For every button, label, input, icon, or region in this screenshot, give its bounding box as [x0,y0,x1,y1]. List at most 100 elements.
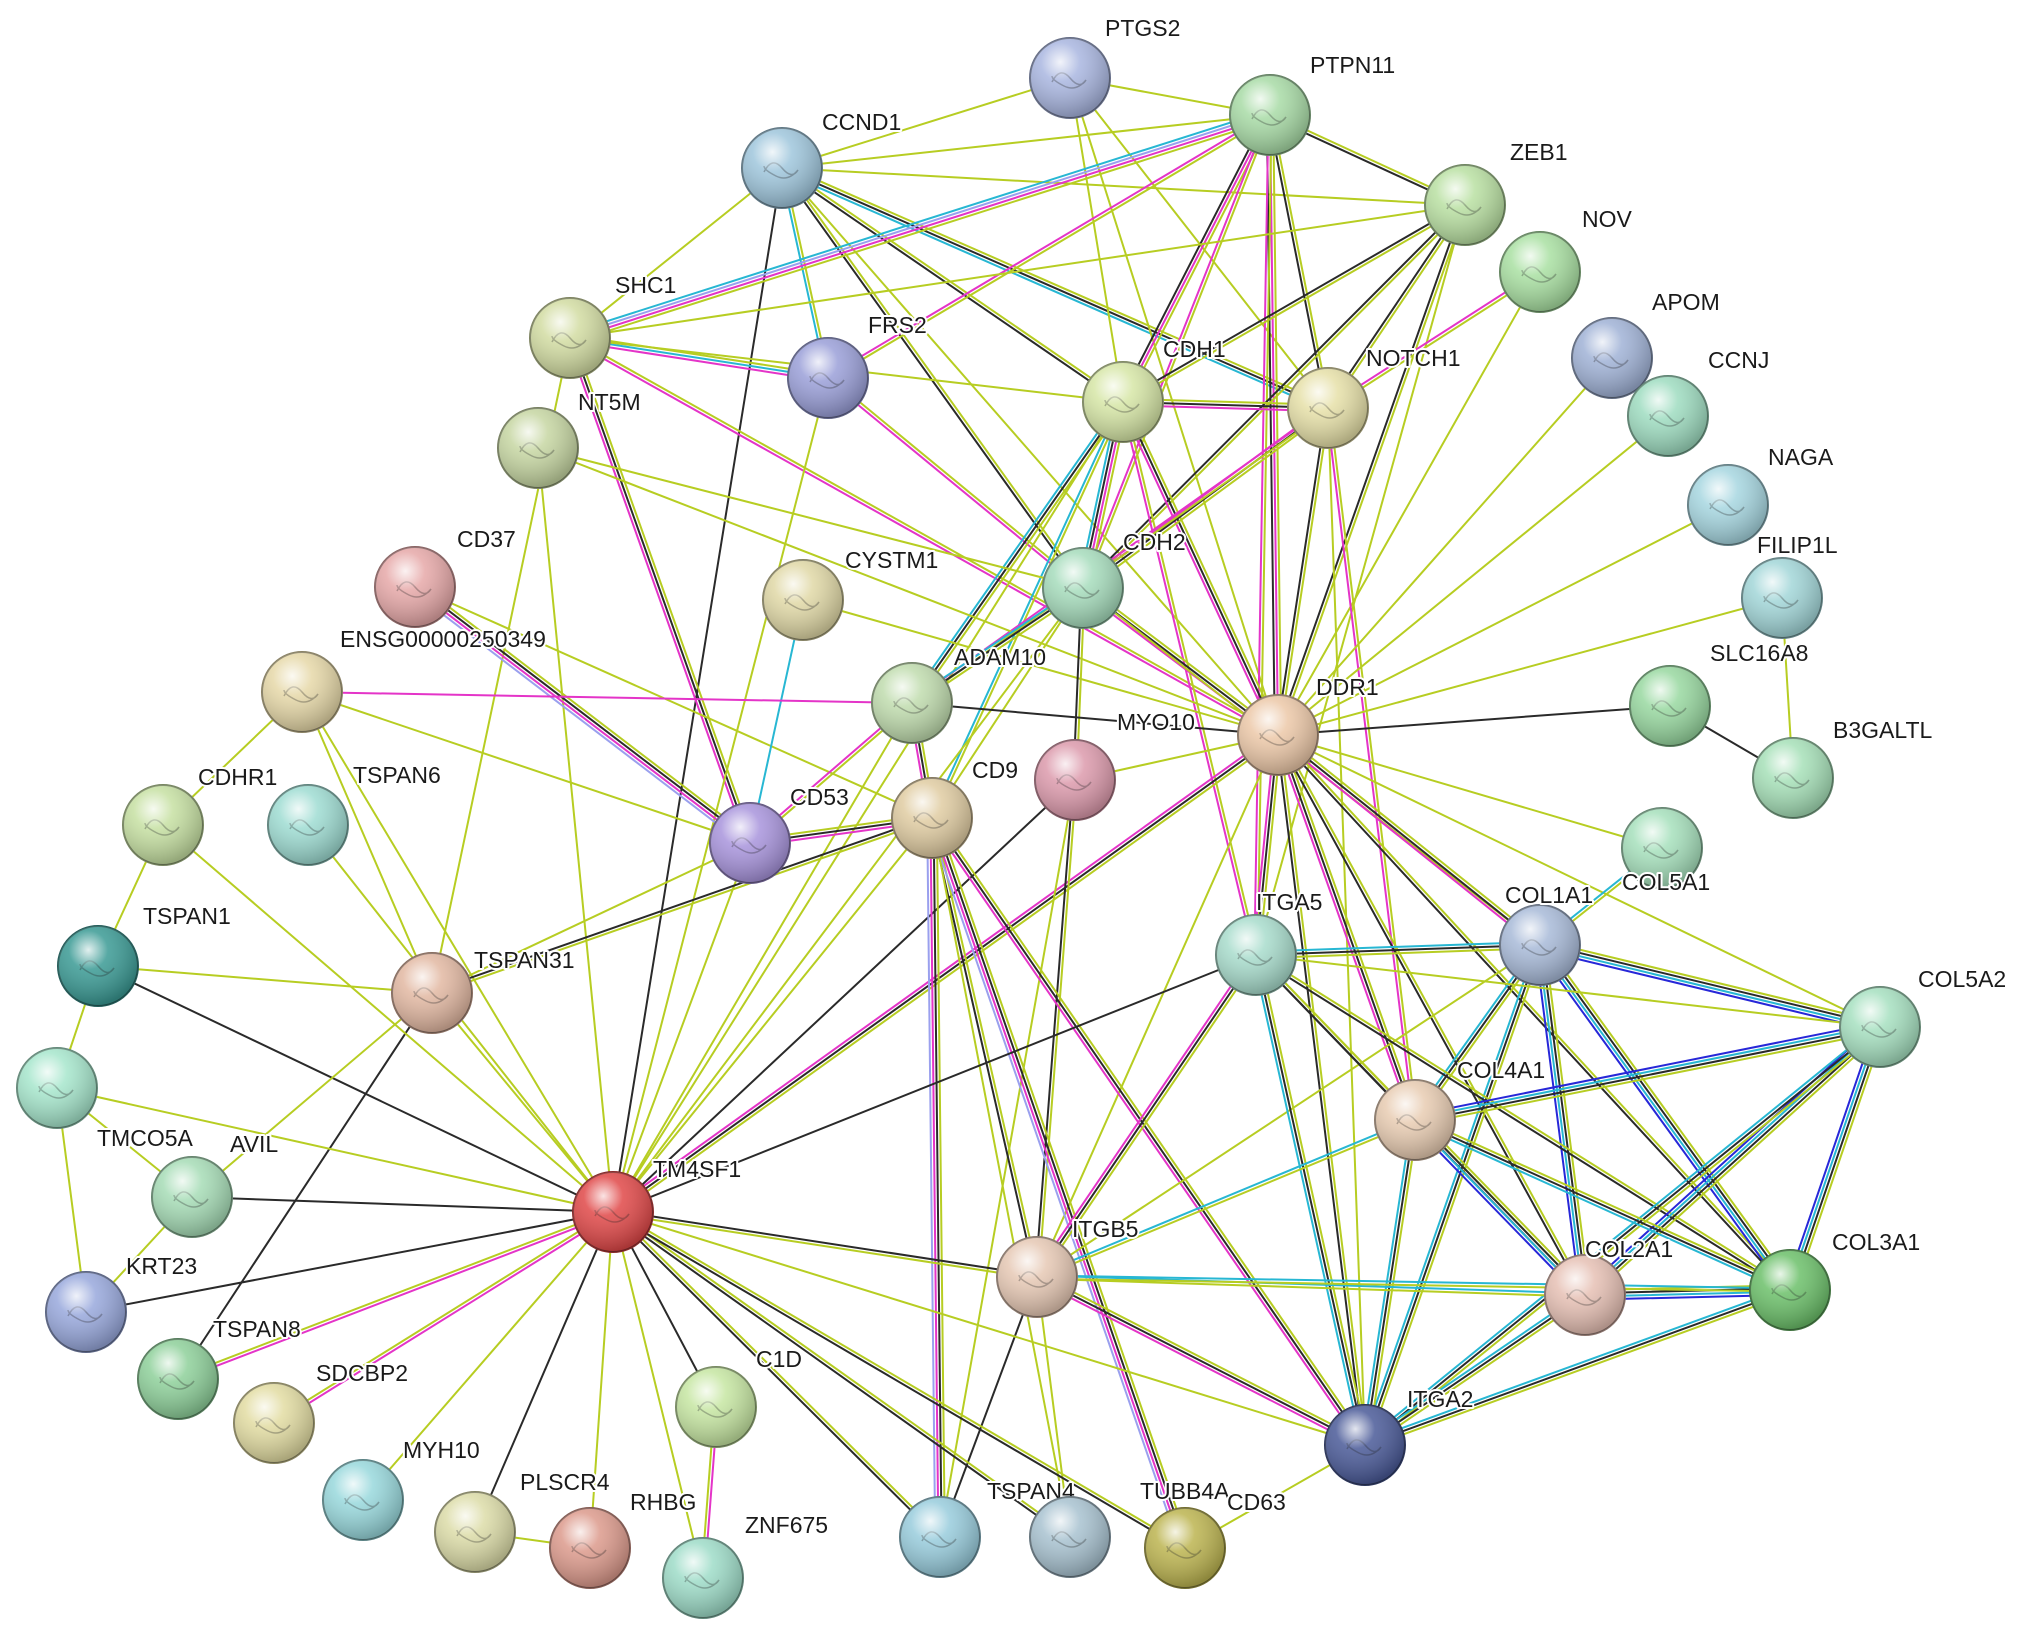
edge-line-textmining [827,115,1272,381]
edge-ddr1-col4a1 [1273,732,1420,1123]
edge-cd9-tspan4 [926,816,946,1539]
node-highlight [1742,558,1822,638]
node-cystm1[interactable]: CYSTM1 [762,545,940,641]
node-col5a2[interactable]: COL5A2 [1839,964,2008,1068]
node-cd9[interactable]: CD9 [891,755,1020,859]
node-highlight [1840,987,1920,1067]
node-tspan6[interactable]: TSPAN6 [267,760,443,866]
node-label: ADAM10 [954,644,1046,670]
node-cd37[interactable]: CD37 [374,524,518,628]
node-nt5m[interactable]: NT5M [497,387,643,489]
edge-line-coexpression [939,1276,1038,1538]
node-tspan8[interactable]: TSPAN8 [137,1314,303,1420]
edge-cdh1-itga5 [1120,400,1259,957]
edge-line-textmining [1255,952,1792,1290]
edge-line-textmining [162,824,614,1213]
edge-cdh2-tm4sf1 [612,587,1084,1213]
edge-line-textmining [612,1211,704,1579]
edge-line-coexpression [612,734,1279,1213]
edge-line-database [779,169,1328,412]
edge-tspan31-tspan8 [177,992,433,1380]
node-ccnj[interactable]: CCNJ [1627,345,1771,457]
node-c1d[interactable]: C1D [675,1344,804,1448]
node-rhbg[interactable]: RHBG [549,1487,698,1589]
edge-line-coexpression [191,1196,614,1213]
node-znf675[interactable]: ZNF675 [662,1510,830,1619]
node-label: SHC1 [615,272,676,298]
edge-line-experimental [568,338,1279,738]
edge-line-coexpression [1275,203,1465,736]
edge-tm4sf1-tspan4 [610,1209,943,1540]
node-tm4sf1[interactable]: TM4SF1 [572,1154,743,1253]
edge-line-textmining [1540,939,1883,1024]
node-sdcbp2[interactable]: SDCBP2 [233,1358,410,1464]
node-ddr1[interactable]: DDR1 [1237,672,1381,776]
edge-line-database [749,599,804,844]
node-b3galtl[interactable]: B3GALTL [1752,715,1934,819]
node-highlight [375,547,455,627]
edge-tmco5a-tm4sf1 [56,1087,614,1213]
node-nov[interactable]: NOV [1499,204,1635,313]
node-highlight [323,1460,403,1540]
node-col2a1[interactable]: COL2A1 [1544,1234,1675,1336]
node-itga2[interactable]: ITGA2 [1324,1384,1475,1486]
edge-line-textmining [1122,205,1467,405]
edge-line-textmining [935,815,1191,1548]
node-plscr4[interactable]: PLSCR4 [434,1467,612,1573]
node-ensg00000250349[interactable]: ENSG00000250349 [261,624,548,733]
edge-line-textmining [1069,77,1329,409]
node-col5a1[interactable]: COL5A1 [1620,807,1712,897]
node-ccnd1[interactable]: CCND1 [741,107,903,209]
edge-line-textmining [1365,1292,1793,1450]
node-cdh2[interactable]: CDH2 [1042,527,1188,629]
edge-cd37-cd53 [411,582,754,848]
node-tspan1[interactable]: TSPAN1 [57,901,233,1007]
edge-line-textmining [1256,114,1273,957]
node-cdhr1[interactable]: CDHR1 [122,762,279,866]
node-highlight [742,128,822,208]
node-tspan31[interactable]: TSPAN31 [391,945,577,1034]
node-cd53[interactable]: CD53 [709,782,851,884]
node-myo10[interactable]: MYO10 [1034,707,1197,821]
node-ptgs2[interactable]: PTGS2 [1029,13,1182,119]
node-filip1l[interactable]: FILIP1L [1741,530,1840,639]
node-tspan4[interactable]: TSPAN4 [899,1476,1077,1578]
node-highlight [1425,165,1505,245]
node-avil[interactable]: AVIL [151,1129,280,1238]
edge-line-coexpression [1539,942,1882,1027]
node-zeb1[interactable]: ZEB1 [1424,137,1570,246]
node-itgb5[interactable]: ITGB5 [996,1214,1140,1318]
node-itga5[interactable]: ITGA5 [1215,887,1324,996]
node-apom[interactable]: APOM [1571,287,1722,399]
node-shc1[interactable]: SHC1 [529,270,678,379]
node-myh10[interactable]: MYH10 [322,1435,482,1541]
edge-line-database [1537,944,1790,1292]
edge-line-database [1538,945,1881,1030]
node-notch1[interactable]: NOTCH1 [1287,343,1463,449]
node-col3a1[interactable]: COL3A1 [1749,1227,1922,1331]
edge-cd53-tm4sf1 [612,842,751,1213]
edge-line-experimental [413,587,751,846]
node-col1a1[interactable]: COL1A1 [1499,880,1595,986]
node-adam10[interactable]: ADAM10 [871,642,1048,744]
node-tmco5a[interactable]: TMCO5A [16,1047,196,1153]
edge-col3a1-itgb5 [1035,1274,1792,1293]
node-krt23[interactable]: KRT23 [45,1251,199,1353]
node-ptpn11[interactable]: PTPN11 [1229,50,1397,156]
node-cdh1[interactable]: CDH1 [1082,334,1228,443]
node-col4a1[interactable]: COL4A1 [1374,1055,1547,1161]
node-frs2[interactable]: FRS2 [787,310,929,419]
edge-line-coexpression [1036,1276,1366,1446]
edge-line-textmining [431,992,614,1213]
edge-line-textmining [612,377,829,1213]
edge-nt5m-ddr1 [537,447,1279,736]
edge-tspan1-tm4sf1 [97,965,614,1213]
node-slc16a8[interactable]: SLC16A8 [1629,638,1810,747]
node-naga[interactable]: NAGA [1687,442,1836,546]
edge-itgb5-tm4sf1 [611,1209,1039,1280]
node-tubb4a[interactable]: TUBB4A [1029,1476,1232,1578]
edge-line-cooccurrence [1413,1021,1881,1117]
node-label: COL5A1 [1622,869,1710,895]
node-cd63[interactable]: CD63 [1144,1487,1288,1589]
edge-line-experimental [1080,113,1270,589]
